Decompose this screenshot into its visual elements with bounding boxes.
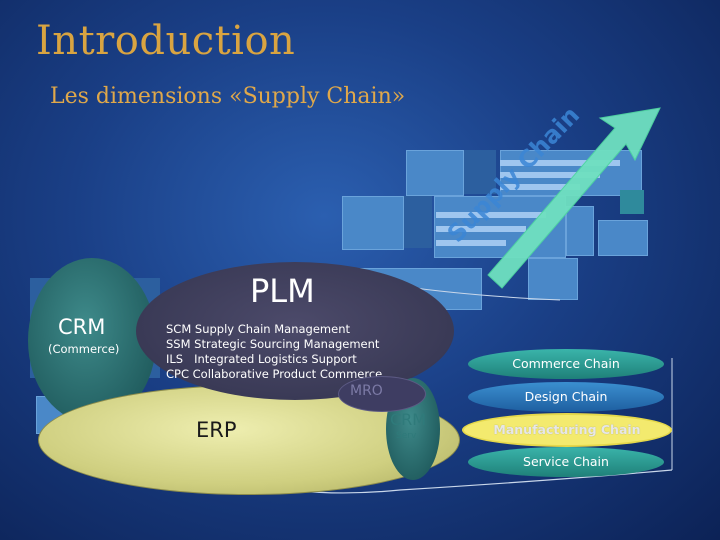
design-chain: Design Chain (468, 382, 664, 412)
plm-line-cpc: CPC Collaborative Product Commerce (166, 367, 383, 381)
plm-label: PLM (250, 272, 315, 310)
mro-label: MRO (350, 383, 383, 399)
plm-line-ssm: SSM Strategic Sourcing Management (166, 337, 380, 351)
crm-serv-label: CRM (390, 410, 427, 429)
mro-oval (338, 376, 426, 412)
service-chain: Service Chain (468, 447, 664, 477)
crm-label: CRM (58, 315, 106, 339)
crm-sublabel: (Commerce) (48, 342, 120, 356)
erp-label: ERP (196, 418, 237, 442)
commerce-chain: Commerce Chain (468, 349, 664, 379)
plm-line-scm: SCM Supply Chain Management (166, 322, 351, 336)
page-subtitle: Les dimensions «Supply Chain» (50, 84, 406, 109)
manufacturing-chain: Manufacturing Chain (462, 413, 672, 447)
plm-line-ils: ILS Integrated Logistics Support (166, 352, 357, 366)
crm-serv-sublabel: Serv (396, 431, 417, 441)
page-title: Introduction (36, 18, 296, 64)
